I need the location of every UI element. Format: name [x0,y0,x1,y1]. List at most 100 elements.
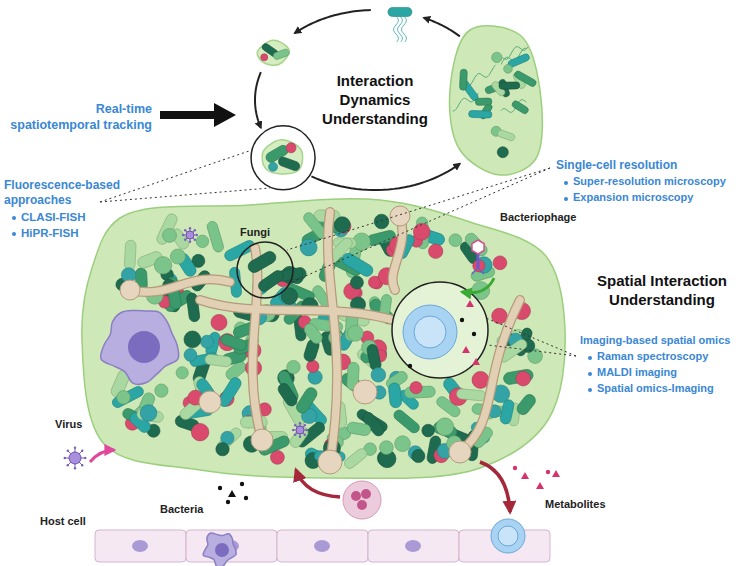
method-item: Spatial omics-Imaging [586,382,714,396]
zoom-circle [237,242,293,298]
coccus [493,256,507,270]
virus-icon [182,227,198,243]
method-item: CLASI-FISH [10,210,86,224]
bacillus [111,385,146,410]
cell-label: Host cell [40,515,86,529]
metabolite-mark [408,364,412,368]
bacillus [273,48,290,60]
bacillus [388,7,412,16]
fungal-spore [353,380,377,404]
coccus [436,418,454,436]
coccus [516,371,531,386]
host-cell [368,530,459,562]
cell-nucleus [128,331,160,363]
metabolite-mark [472,332,476,336]
metabolite-mark [460,318,464,322]
bacillus [342,447,368,471]
coccus [216,443,229,456]
coccus [191,423,208,440]
cell-nucleus [351,491,361,501]
metabolite-mark [552,470,560,477]
cycle-arrow [424,18,460,37]
molecule-label: Metabolites [545,498,606,512]
coccus [497,147,508,158]
virus-icon [292,422,308,438]
metabolite-mark [472,358,480,365]
bacillus [346,421,371,436]
method-label: Real-time spatiotemporal tracking [4,102,152,133]
coccus [154,257,171,274]
cluster-zoom [251,126,315,190]
method-item: MALDI imaging [586,366,677,380]
fungal-hyphae [120,206,520,474]
metabolite-mark [546,470,550,474]
bacillus [392,408,422,435]
coccus [140,405,157,422]
coccus [371,368,386,383]
bacillus [276,381,299,408]
metabolite-mark [218,486,222,490]
organism-label: Virus [55,418,82,432]
coccus [504,64,513,73]
method-heading: Fluorescence-based approaches [4,178,134,208]
bacillus [294,385,319,415]
bacillus [288,425,310,450]
coccus [170,249,185,264]
leader-line [100,188,270,202]
bacillus [497,129,516,141]
fungal-spore [449,441,471,463]
fungal-spore [318,450,342,474]
bacillus [469,110,493,118]
fungal-spore [390,206,410,226]
fungal-spore [251,429,273,451]
coccus [117,391,131,405]
lymphocyte [491,519,525,553]
method-heading: Single-cell resolution [556,158,677,173]
coccus [163,228,177,242]
section-heading: Interaction Dynamics Understanding [312,72,438,128]
macrophage-body [101,310,179,384]
interaction-cycle [251,7,542,190]
metabolite-mark [466,300,474,307]
cycle-arrow [311,164,459,190]
coccus [307,360,319,372]
method-item: Super-resolution microscopy [562,175,726,189]
bacillus [511,100,530,115]
biofilm-blob [450,26,543,175]
metabolite-mark [228,490,236,497]
bacillus [503,368,534,385]
coccus [412,449,425,462]
leader-line [287,168,550,250]
leader-line [488,345,576,356]
metabolite-arrow [480,462,510,512]
cell-nucleus [357,500,367,510]
coccus [374,214,389,229]
method-item: Raman spectroscopy [586,350,708,364]
coccus [201,335,214,348]
bacillus [124,240,136,270]
flagellated-bacterium [388,7,412,42]
cell-nucleus [132,540,148,552]
coccus [334,217,350,233]
coccus [269,162,278,171]
bacillus [459,69,467,90]
bacteriophage-icon [472,240,484,274]
lymphocyte-body [491,519,525,553]
organism-label: Fungi [240,226,270,240]
lymphocyte [403,305,457,359]
bacillus [366,344,382,372]
bacillus [499,82,520,89]
metabolite-mark [226,500,230,504]
macrophage [203,533,236,566]
neutrophil [343,481,381,519]
mature-biofilm [450,26,543,175]
biofilm-patch [262,140,303,174]
coccus [449,234,462,247]
coccus [287,360,300,373]
metabolite-mark [240,482,244,486]
coccus [286,143,296,153]
fungal-spore [120,280,140,300]
bacillus [206,220,225,253]
